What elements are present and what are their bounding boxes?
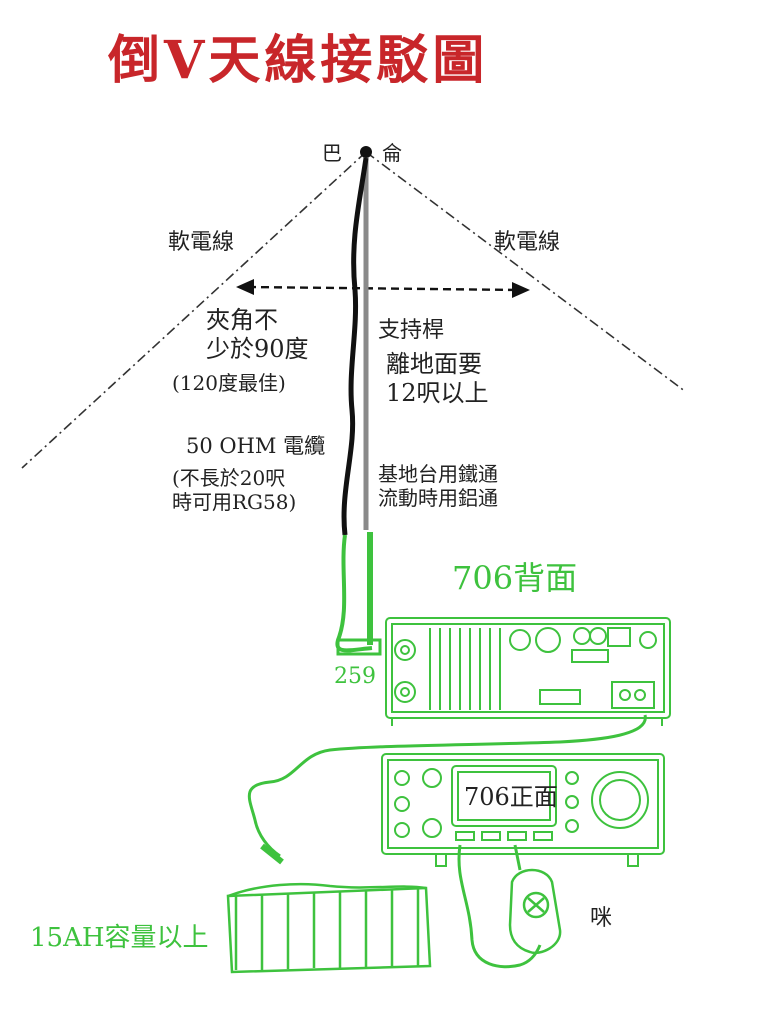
microphone	[508, 868, 562, 955]
mic-cable-2	[513, 844, 522, 871]
mast-label: 支持桿	[378, 318, 445, 343]
radio-rear-panel	[385, 617, 671, 726]
connector-259	[336, 638, 382, 656]
wire-right-label: 軟電線	[494, 230, 561, 255]
right-antenna-wire	[365, 151, 687, 393]
height-label: 離地面要 12呎以上	[386, 350, 489, 407]
mic-label: 咪	[590, 906, 613, 931]
angle-arrow-head-right	[512, 282, 530, 298]
angle-arrow-head-left	[236, 279, 254, 295]
left-antenna-wire	[21, 151, 367, 469]
battery-label: 15AH容量以上	[30, 923, 209, 953]
mic-cable	[457, 844, 542, 969]
dc-plug	[260, 843, 284, 865]
coax-cable	[341, 157, 369, 536]
cable-note-label: (不長於20呎 時可用RG58)	[172, 466, 297, 514]
coax-lower	[335, 534, 373, 653]
cable-label: 50 OHM 電纜	[186, 434, 326, 458]
dc-power-cable	[247, 714, 647, 858]
page-title: 倒V天線接駁圖	[108, 30, 489, 91]
wire-left-label: 軟電線	[168, 230, 235, 255]
radio-front-panel	[381, 753, 665, 867]
angle-note-label: (120度最佳)	[172, 371, 286, 395]
connector-label: 259	[334, 664, 376, 689]
rear-panel-label: 706背面	[452, 559, 578, 597]
battery-pack	[226, 882, 432, 974]
balun-label: 巴 侖	[322, 141, 402, 165]
angle-arrow	[247, 285, 521, 292]
balun-point	[360, 146, 372, 158]
front-panel-label: 706正面	[464, 783, 558, 811]
mast-note-label: 基地台用鐵通 流動時用鋁通	[378, 462, 498, 510]
angle-label: 夾角不 少於90度	[206, 306, 309, 363]
